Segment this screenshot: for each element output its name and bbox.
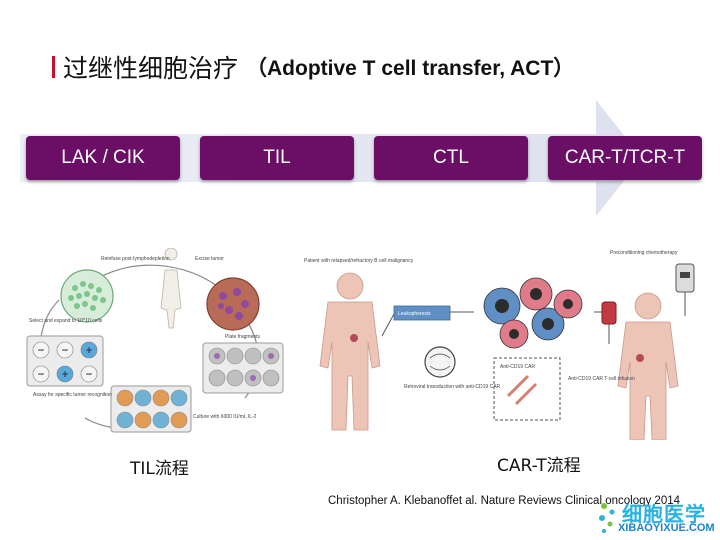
- logo-chinese-text: 细胞医学: [622, 502, 706, 526]
- title-english: （Adoptive T cell transfer, ACT）: [246, 57, 575, 80]
- til-label-plate: Plate fragments: [225, 334, 261, 340]
- title-accent-bar: [52, 56, 55, 78]
- stage-lak-cik[interactable]: LAK / CIK: [26, 136, 180, 180]
- stage-ctl[interactable]: CTL: [374, 136, 528, 180]
- cart-label-retroviral: Retroviral transduction with anti-CD19 C…: [404, 384, 501, 390]
- logo-dots-icon: [599, 503, 615, 533]
- svg-text:+: +: [61, 370, 69, 380]
- til-label-excise: Excise tumor: [195, 256, 224, 262]
- cart-label-leukopheresis: Leukopheresis: [398, 311, 431, 317]
- cart-caption: CAR-T流程: [497, 456, 581, 476]
- til-label-culture: Culture with 6000 IU/mL IL-2: [193, 414, 257, 420]
- til-process-figure: − − + − + − Reinfuse post-lymphodepletion Ex…: [26, 248, 284, 433]
- cart-process-figure: Leukopheresis Anti-CD19 CAR Patient with…: [304, 250, 695, 440]
- cart-label-anti-cd19-car: Anti-CD19 CAR: [500, 364, 535, 370]
- svg-text:−: −: [37, 346, 45, 356]
- stage-car-t-tcr-t[interactable]: CAR-T/TCR-T: [548, 136, 702, 180]
- til-label-reinfuse: Reinfuse post-lymphodepletion: [101, 256, 170, 262]
- slide-title: 过继性细胞治疗 （Adoptive T cell transfer, ACT）: [52, 50, 574, 84]
- svg-text:−: −: [85, 370, 93, 380]
- til-caption: TIL流程: [130, 459, 189, 479]
- svg-text:−: −: [61, 346, 69, 356]
- logo-url: XIBAOYIXUE.COM: [618, 522, 715, 534]
- cart-label-preconditioning: Preconditioning chemotherapy: [610, 250, 678, 256]
- citation: Christopher A. Klebanoffet al. Nature Re…: [328, 495, 681, 507]
- svg-text:−: −: [37, 370, 45, 380]
- til-label-assay: Assay for specific tumor recognition: [33, 392, 112, 398]
- svg-text:+: +: [85, 346, 93, 356]
- til-label-select: Select and expand to 10^10 cells: [29, 318, 103, 324]
- title-chinese: 过继性细胞治疗: [63, 54, 239, 83]
- stage-til[interactable]: TIL: [200, 136, 354, 180]
- cart-label-patient: Patient with relapsed/refractory B cell …: [304, 258, 414, 264]
- cart-label-infusion: Anti-CD19 CAR T-cell infusion: [568, 376, 635, 382]
- watermark-logo: 细胞医学 XIBAOYIXUE.COM: [596, 496, 720, 540]
